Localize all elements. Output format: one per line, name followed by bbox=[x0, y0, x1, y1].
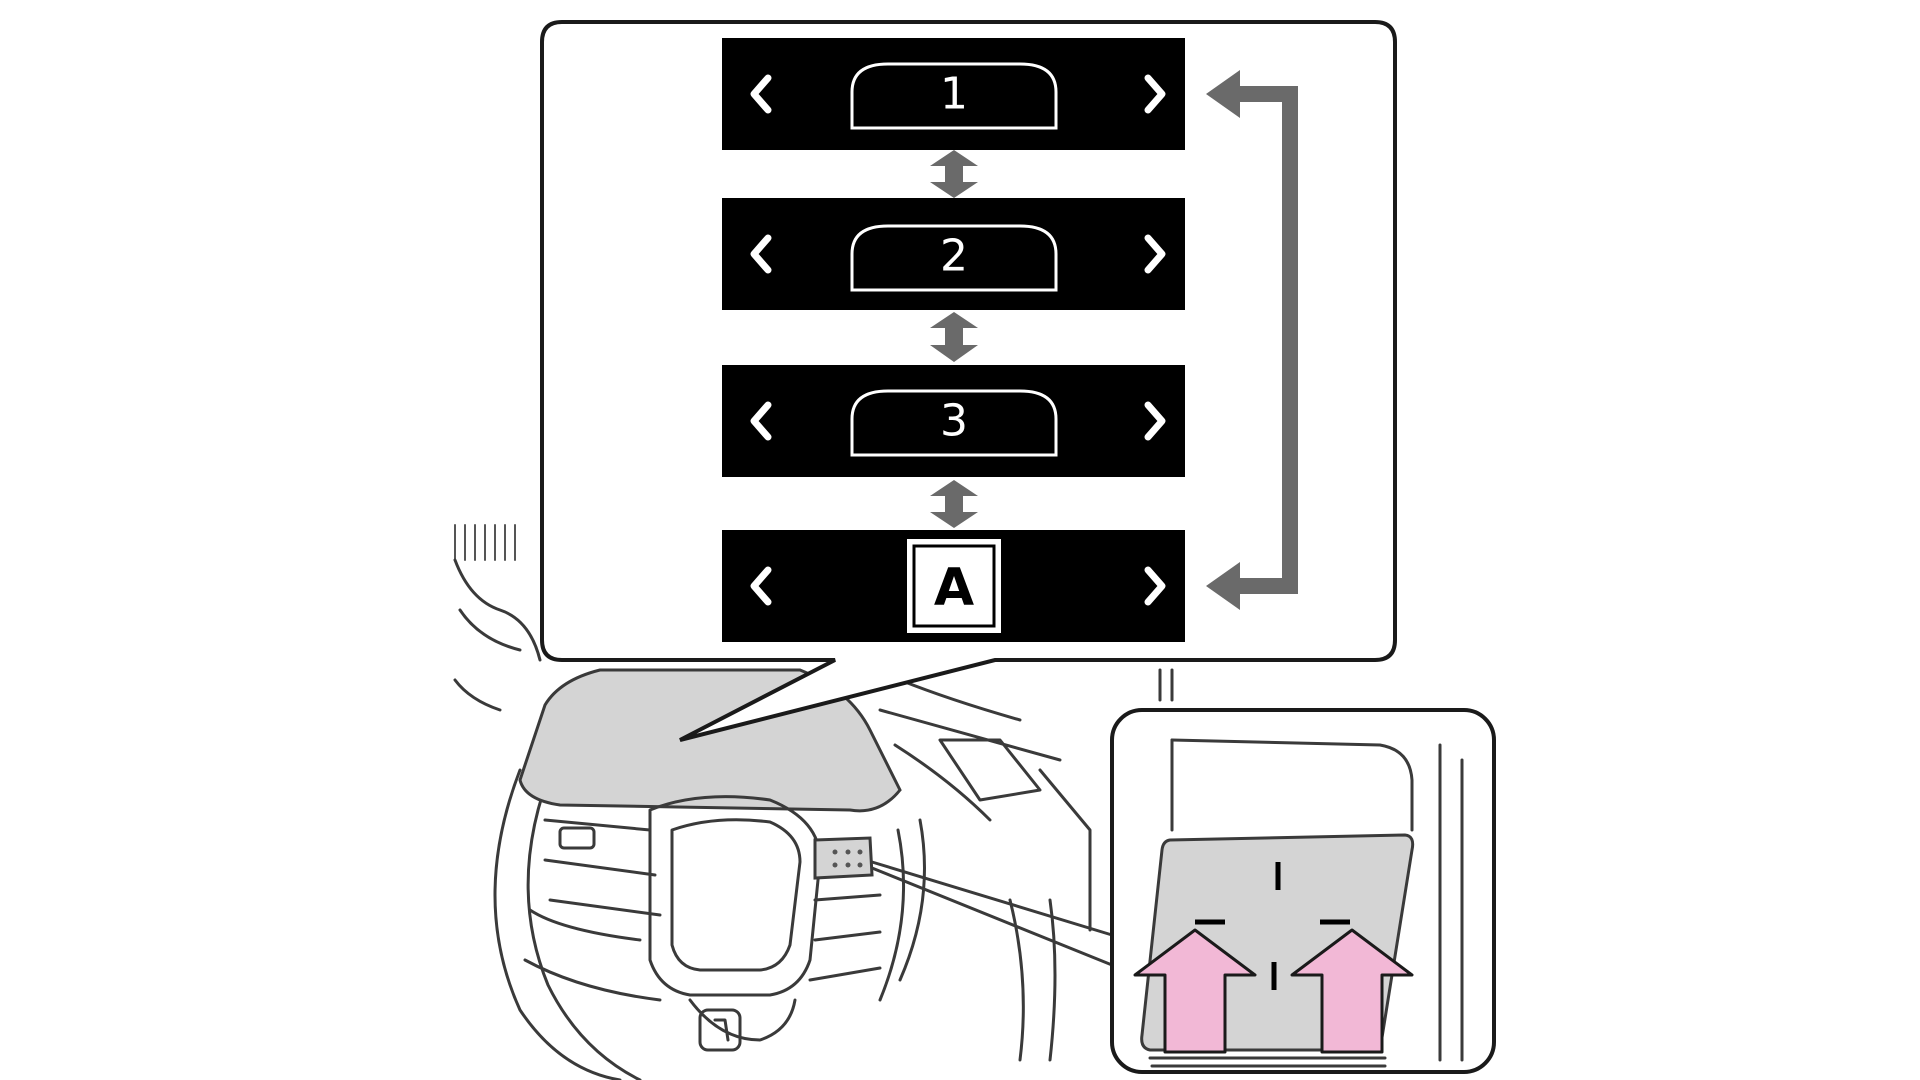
dashboard-left-edge bbox=[453, 524, 542, 712]
steering-switch-block bbox=[813, 836, 874, 880]
mode-label: 1 bbox=[940, 69, 968, 120]
mode-panel-2[interactable]: 2 bbox=[722, 198, 1185, 310]
mode-panel-1[interactable]: 1 bbox=[722, 38, 1185, 150]
mode-a-box bbox=[907, 539, 1001, 633]
press-arrow-icon[interactable] bbox=[1133, 928, 1257, 1054]
mode-panel-3[interactable]: 3 bbox=[722, 365, 1185, 477]
gauge-frame-icon bbox=[850, 62, 1058, 130]
mode-label: 3 bbox=[940, 396, 968, 447]
chevron-left-icon bbox=[750, 401, 772, 441]
press-arrow-icon[interactable] bbox=[1290, 928, 1414, 1054]
steering-wheel-rim bbox=[493, 768, 622, 1080]
mode-label: 2 bbox=[940, 231, 968, 282]
chevron-left-icon bbox=[750, 234, 772, 274]
chevron-right-icon bbox=[1144, 401, 1166, 441]
switch-closeup-inset bbox=[870, 708, 1496, 1074]
panel-transition-arrows bbox=[930, 150, 978, 528]
double-arrow-icon bbox=[930, 480, 978, 528]
loop-arrowhead-bottom bbox=[1206, 562, 1240, 610]
loop-arrowhead-top bbox=[1206, 70, 1240, 118]
chevron-left-icon bbox=[750, 566, 772, 606]
gauge-frame-icon bbox=[850, 389, 1058, 457]
gauge-frame-icon bbox=[850, 224, 1058, 292]
mode-label: A bbox=[934, 558, 974, 618]
chevron-right-icon bbox=[1144, 74, 1166, 114]
chevron-right-icon bbox=[1144, 234, 1166, 274]
chevron-left-icon bbox=[750, 74, 772, 114]
mode-panel-a[interactable]: A bbox=[722, 530, 1185, 642]
chevron-right-icon bbox=[1144, 566, 1166, 606]
cycle-loop-arrow bbox=[1206, 70, 1298, 610]
double-arrow-icon bbox=[930, 312, 978, 362]
double-arrow-icon bbox=[930, 150, 978, 198]
mode-panels: 1 2 3 A bbox=[722, 38, 1185, 642]
